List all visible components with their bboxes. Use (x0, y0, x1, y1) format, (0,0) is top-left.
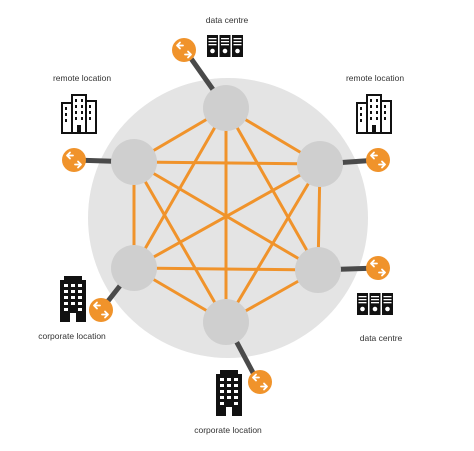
tower-building-icon (216, 370, 242, 416)
exchange-arrows-icon (365, 255, 391, 281)
office-building-icon (61, 94, 97, 134)
node-lower-right (295, 247, 341, 293)
exchange-arrows-icon (365, 147, 391, 173)
label-upper-right-remote-location: remote location (345, 73, 405, 83)
server-rack-icon (357, 293, 393, 315)
server-rack-icon (207, 35, 243, 57)
label-bottom-corporate-location: corporate location (194, 425, 262, 435)
label-upper-left-remote-location: remote location (52, 73, 112, 83)
node-upper-left (111, 139, 157, 185)
exchange-arrows-icon (247, 369, 273, 395)
label-lower-right-data-centre: data centre (359, 333, 403, 343)
tower-building-icon (60, 276, 86, 322)
label-lower-left-corporate-location: corporate location (38, 331, 106, 341)
label-top-data-centre: data centre (205, 15, 249, 25)
exchange-arrows-icon (171, 37, 197, 63)
node-lower-left (111, 245, 157, 291)
exchange-arrows-icon (88, 297, 114, 323)
node-top (203, 85, 249, 131)
network-nodes (111, 85, 343, 345)
node-bottom (203, 299, 249, 345)
node-upper-right (297, 141, 343, 187)
exchange-arrows-icon (61, 147, 87, 173)
office-building-icon (356, 94, 392, 134)
